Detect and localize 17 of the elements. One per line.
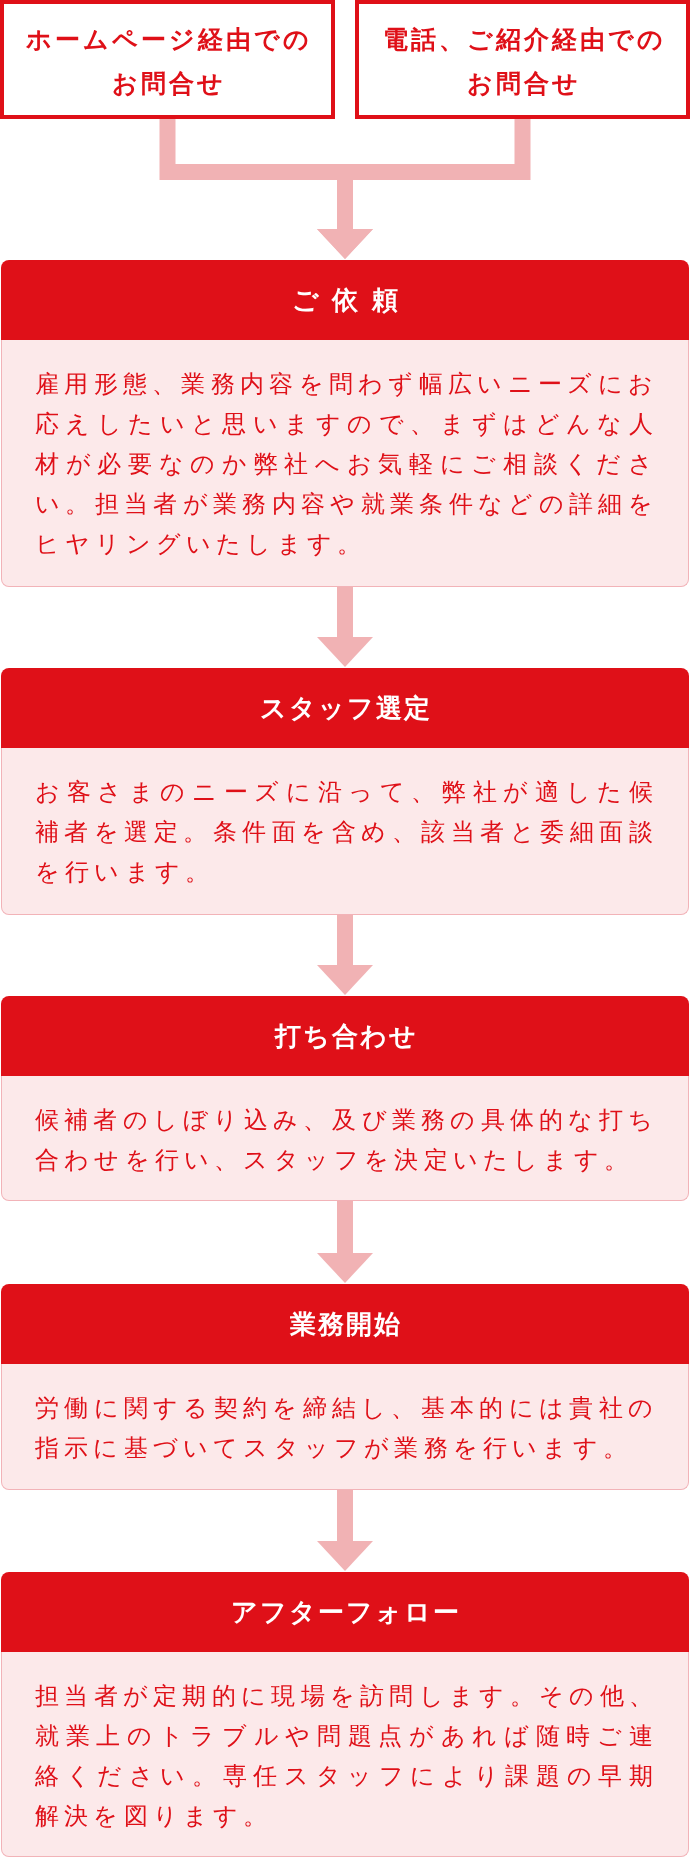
step-title-bar: 打ち合わせ (1, 996, 689, 1076)
step-title-bar: アフターフォロー (1, 1572, 689, 1652)
step-description: 労働に関する契約を締結し、基本的には貴社の指示に基づいてスタッフが業務を行います。 (1, 1364, 689, 1490)
flow-arrow (317, 1201, 373, 1283)
step-description: 候補者のしぼり込み、及び業務の具体的な打ち合わせを行い、スタッフを決定いたします。 (1, 1076, 689, 1201)
step-description: お客さまのニーズに沿って、弊社が適した候補者を選定。条件面を含め、該当者と委細面談を行います。 (1, 748, 689, 915)
inquiry-box: 電話、ご紹介経由でのお問合せ (355, 0, 690, 119)
flow-arrow (317, 587, 373, 667)
step-title-bar: ご 依 頼 (1, 260, 689, 340)
step-title-bar: 業務開始 (1, 1284, 689, 1364)
step-description: 雇用形態、業務内容を問わず幅広いニーズにお応えしたいと思いますので、まずはどんな人材が必要なのか弊社へお気軽にご相談ください。担当者が業務内容や就業条件などの詳細をヒヤリングいたします。 (1, 340, 689, 587)
step-description: 担当者が定期的に現場を訪問します。その他、就業上のトラブルや問題点があれば随時ご連絡ください。専任スタッフにより課題の早期解決を図ります。 (1, 1652, 689, 1857)
flow-arrow (317, 119, 531, 259)
flow-arrow (317, 1490, 373, 1571)
step-title-bar: スタッフ選定 (1, 668, 689, 748)
flow-arrow (317, 915, 373, 995)
inquiry-box: ホームページ経由でのお問合せ (0, 0, 335, 119)
